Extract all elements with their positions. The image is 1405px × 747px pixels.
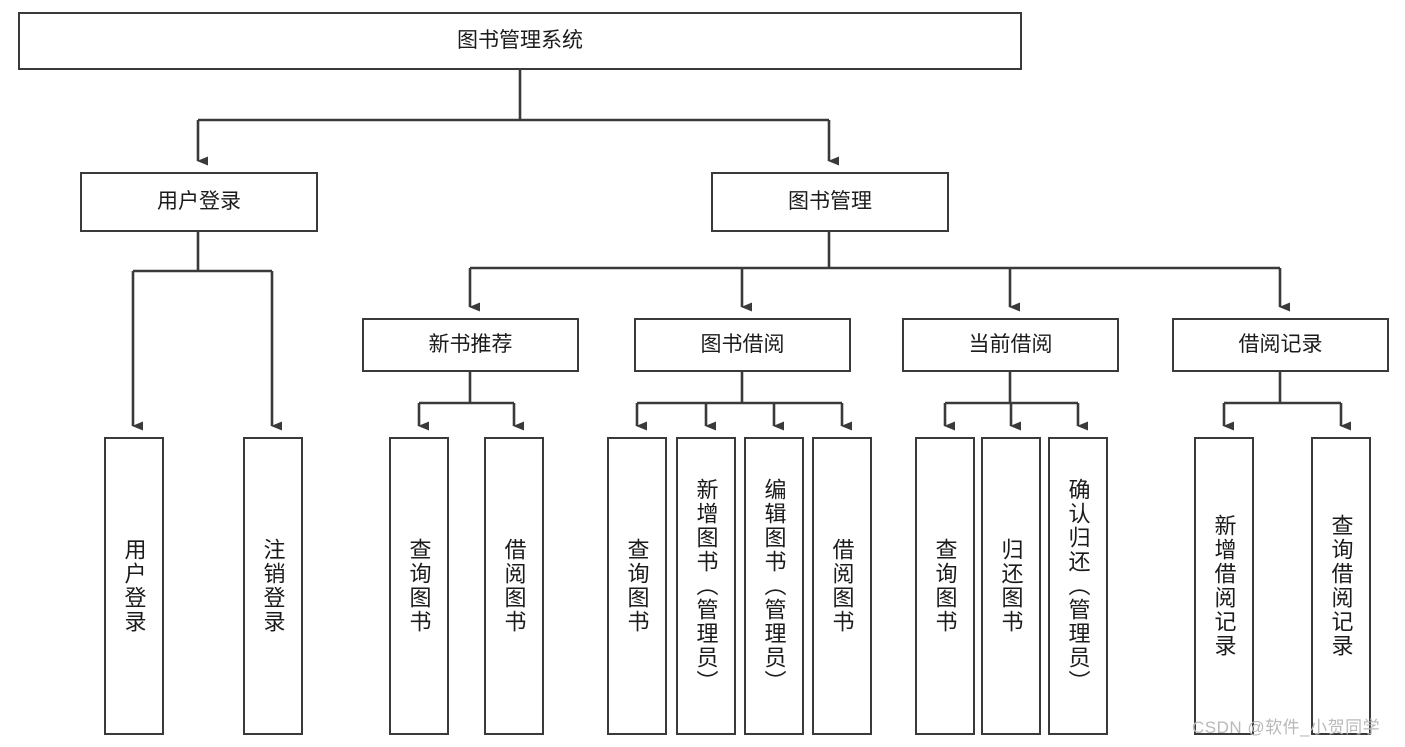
- node-leaf-edit-book[interactable]: 编辑图书（管理员）: [744, 437, 804, 735]
- node-leaf-return-book[interactable]: 归还图书: [981, 437, 1041, 735]
- node-leaf-query-book-3-label: 查询图书: [932, 538, 958, 634]
- node-leaf-query-book-2[interactable]: 查询图书: [607, 437, 667, 735]
- edge-group-root: [196, 70, 839, 166]
- node-leaf-query-book-3[interactable]: 查询图书: [915, 437, 975, 735]
- node-leaf-borrow-book-1[interactable]: 借阅图书: [484, 437, 544, 735]
- node-leaf-borrow-book-2[interactable]: 借阅图书: [812, 437, 872, 735]
- node-leaf-user-logout[interactable]: 注销登录: [243, 437, 303, 735]
- node-user-login[interactable]: 用户登录: [80, 172, 318, 232]
- node-leaf-edit-book-label: 编辑图书（管理员）: [761, 478, 787, 694]
- node-leaf-borrow-book-2-label: 借阅图书: [829, 538, 855, 634]
- edge-group-borrow-record: [1222, 372, 1351, 431]
- node-leaf-user-logout-label: 注销登录: [260, 538, 286, 634]
- node-user-login-label: 用户登录: [157, 189, 241, 213]
- node-current-borrow[interactable]: 当前借阅: [902, 318, 1119, 372]
- node-leaf-add-book-label: 新增图书（管理员）: [693, 478, 719, 694]
- node-root[interactable]: 图书管理系统: [18, 12, 1022, 70]
- node-leaf-confirm-return-label: 确认归还（管理员）: [1065, 478, 1091, 694]
- node-book-borrow-label: 图书借阅: [700, 332, 785, 356]
- node-current-borrow-label: 当前借阅: [968, 332, 1053, 356]
- edge-group-new-book-recommend: [417, 372, 524, 431]
- node-leaf-query-borrow-record[interactable]: 查询借阅记录: [1311, 437, 1371, 735]
- node-new-book-recommend[interactable]: 新书推荐: [362, 318, 579, 372]
- node-leaf-add-book[interactable]: 新增图书（管理员）: [676, 437, 736, 735]
- node-leaf-return-book-label: 归还图书: [998, 538, 1024, 634]
- node-leaf-query-book-1-label: 查询图书: [406, 538, 432, 634]
- node-leaf-confirm-return[interactable]: 确认归还（管理员）: [1048, 437, 1108, 735]
- node-new-book-recommend-label: 新书推荐: [428, 332, 513, 356]
- node-leaf-query-book-1[interactable]: 查询图书: [389, 437, 449, 735]
- edge-group-book-management: [468, 232, 1290, 312]
- node-leaf-user-login-label: 用户登录: [121, 538, 147, 634]
- node-borrow-record-label: 借阅记录: [1238, 332, 1323, 356]
- node-book-management-label: 图书管理: [788, 189, 872, 213]
- edge-group-current-borrow: [943, 372, 1088, 431]
- node-leaf-user-login[interactable]: 用户登录: [104, 437, 164, 735]
- watermark-text: CSDN @软件_小贺同学: [1192, 718, 1381, 737]
- node-borrow-record[interactable]: 借阅记录: [1172, 318, 1389, 372]
- node-leaf-query-borrow-record-label: 查询借阅记录: [1328, 514, 1354, 658]
- node-book-management[interactable]: 图书管理: [711, 172, 949, 232]
- node-leaf-query-book-2-label: 查询图书: [624, 538, 650, 634]
- node-book-borrow[interactable]: 图书借阅: [634, 318, 851, 372]
- node-leaf-add-borrow-record-label: 新增借阅记录: [1211, 514, 1237, 658]
- edge-group-book-borrow: [635, 372, 852, 431]
- node-leaf-borrow-book-1-label: 借阅图书: [501, 538, 527, 634]
- node-leaf-add-borrow-record[interactable]: 新增借阅记录: [1194, 437, 1254, 735]
- node-root-label: 图书管理系统: [457, 28, 583, 52]
- edge-group-user-login: [131, 232, 282, 431]
